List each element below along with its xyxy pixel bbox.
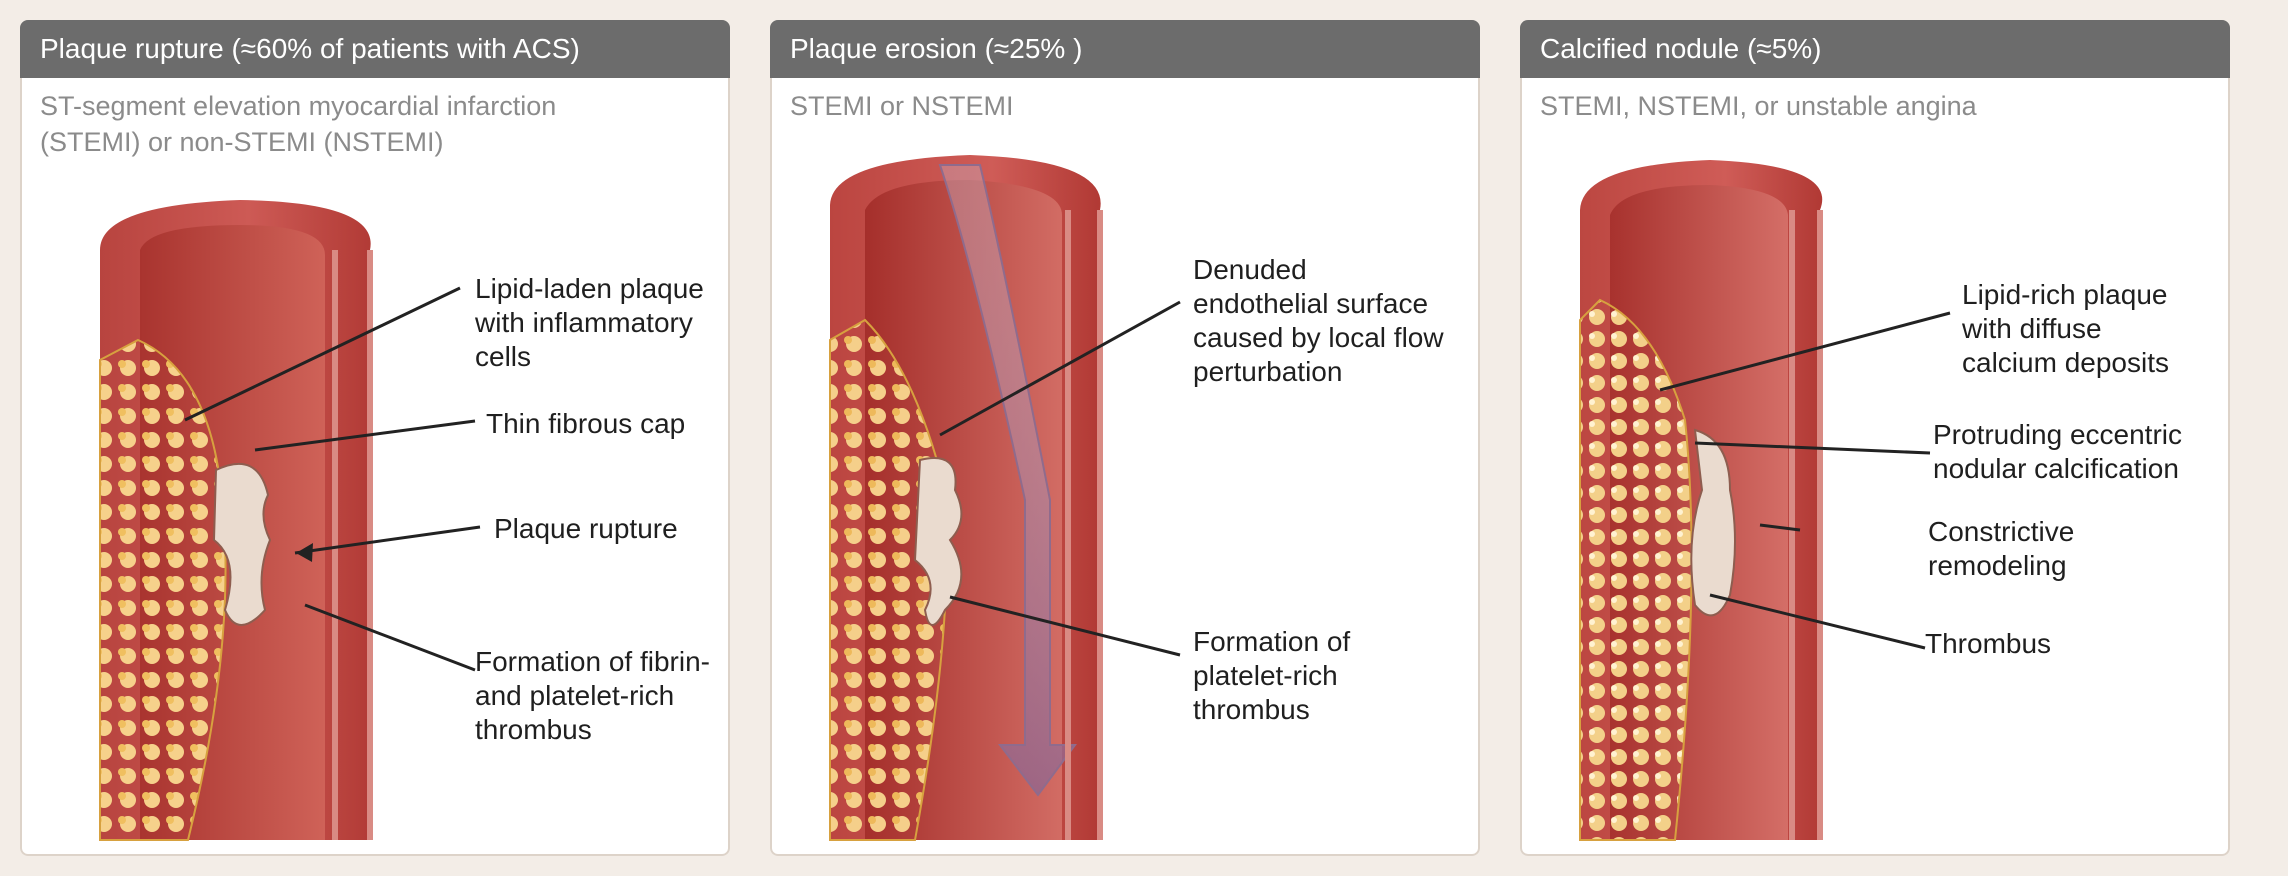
label-formation-thrombus: Formation of fibrin- and platelet-rich t… [475, 645, 710, 747]
label-lipid-rich-plaque: Lipid-rich plaque with diffuse calcium d… [1962, 278, 2169, 380]
label-line-3: cells [475, 340, 704, 374]
label-line-1: Formation of [1193, 625, 1350, 659]
label-line-1: Denuded [1193, 253, 1444, 287]
panel-plaque-erosion: Plaque erosion (≈25% ) STEMI or NSTEMI [770, 20, 1480, 856]
label-line-2: with inflammatory [475, 306, 704, 340]
label-line-3: caused by local flow [1193, 321, 1444, 355]
panel-calcified-nodule: Calcified nodule (≈5%) STEMI, NSTEMI, or… [1520, 20, 2230, 856]
panel-plaque-rupture: Plaque rupture (≈60% of patients with AC… [20, 20, 730, 856]
label-constrictive-remodeling: Constrictive remodeling [1928, 515, 2074, 583]
label-protruding-nodular-calcification: Protruding eccentric nodular calcificati… [1933, 418, 2182, 486]
label-line-1: Protruding eccentric [1933, 418, 2182, 452]
label-line-2: and platelet-rich [475, 679, 710, 713]
label-denuded-endothelial: Denuded endothelial surface caused by lo… [1193, 253, 1444, 389]
label-line-3: thrombus [1193, 693, 1350, 727]
label-line-4: perturbation [1193, 355, 1444, 389]
label-line-1: Constrictive [1928, 515, 2074, 549]
label-line-2: remodeling [1928, 549, 2074, 583]
label-line-2: endothelial surface [1193, 287, 1444, 321]
artery-illustration-erosion [770, 20, 1480, 856]
label-thin-fibrous-cap: Thin fibrous cap [486, 407, 685, 441]
label-thrombus: Thrombus [1925, 627, 2051, 661]
label-line-1: Formation of fibrin- [475, 645, 710, 679]
label-line-1: Lipid-rich plaque [1962, 278, 2169, 312]
label-lipid-laden: Lipid-laden plaque with inflammatory cel… [475, 272, 704, 374]
label-line-2: platelet-rich [1193, 659, 1350, 693]
label-line-2: nodular calcification [1933, 452, 2182, 486]
label-line-1: Lipid-laden plaque [475, 272, 704, 306]
label-line-3: calcium deposits [1962, 346, 2169, 380]
label-line-3: thrombus [475, 713, 710, 747]
label-line-2: with diffuse [1962, 312, 2169, 346]
label-formation-thrombus: Formation of platelet-rich thrombus [1193, 625, 1350, 727]
label-plaque-rupture: Plaque rupture [494, 512, 678, 546]
